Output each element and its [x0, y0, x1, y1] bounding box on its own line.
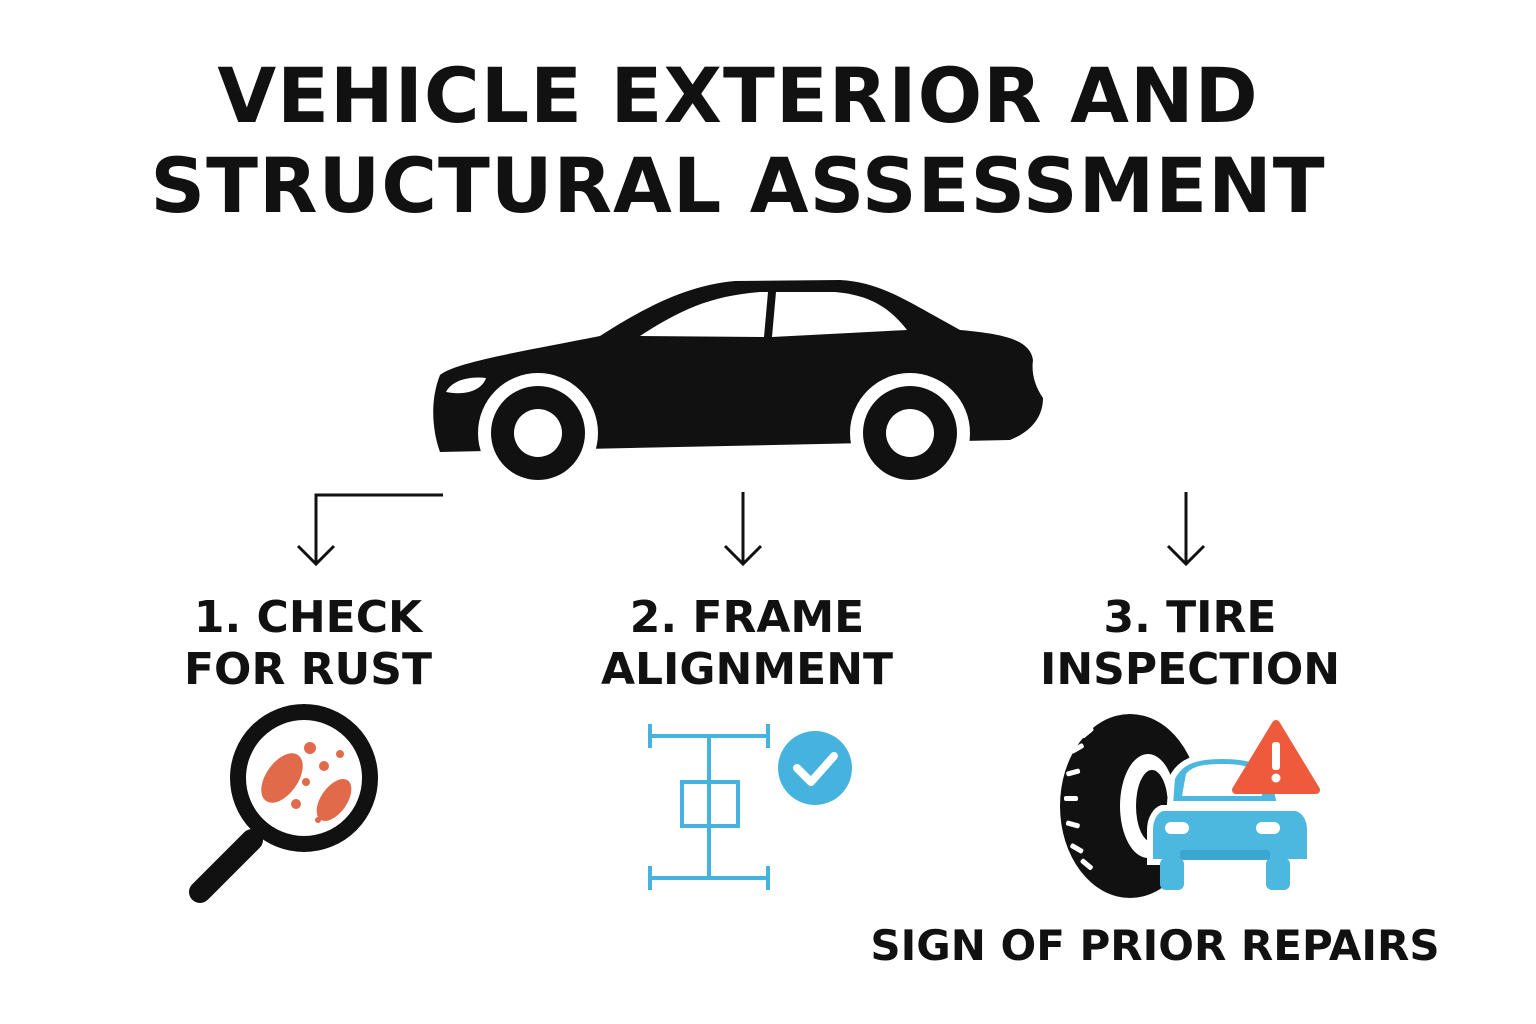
title-line-1: VEHICLE EXTERIOR AND	[217, 51, 1259, 140]
title-line-2: STRUCTURAL ASSESSMENT	[150, 141, 1326, 230]
step-2-line-2: ALIGNMENT	[600, 644, 894, 695]
arrow-to-step-1	[314, 493, 443, 562]
step-3-line-2: INSPECTION	[1039, 644, 1341, 695]
check-badge-icon	[778, 731, 852, 805]
step-3-line-1: 3. TIRE	[1103, 592, 1277, 643]
step-1-line-2: FOR RUST	[184, 644, 432, 695]
step-1-label: 1. CHECK FOR RUST	[98, 592, 518, 696]
step-2-label: 2. FRAME ALIGNMENT	[537, 592, 957, 696]
step-1-line-1: 1. CHECK	[193, 592, 423, 643]
step-3-label: 3. TIRE INSPECTION	[980, 592, 1400, 696]
prior-repairs-label: SIGN OF PRIOR REPAIRS	[870, 921, 1440, 970]
warning-icon	[1232, 720, 1320, 794]
step-2-line-1: 2. FRAME	[629, 592, 865, 643]
